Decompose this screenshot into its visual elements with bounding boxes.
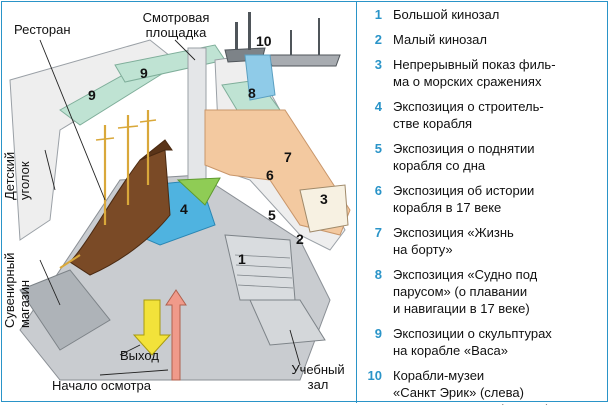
legend-number: 3	[374, 57, 382, 72]
pier	[244, 54, 276, 101]
label-viewing-platform-line2: площадка	[145, 25, 207, 40]
legend-text-line: Экспозиция о строитель-	[393, 99, 544, 114]
legend-text-line: «Санкт Эрик» (слева)	[393, 385, 524, 400]
marker-9-top: 9	[140, 65, 148, 81]
legend-text-line: Большой кинозал	[393, 7, 500, 22]
label-tour-start: Начало осмотра	[52, 378, 151, 393]
label-exit: Выход	[120, 348, 159, 363]
marker-5: 5	[268, 207, 276, 223]
legend-text-line: Малый кинозал	[393, 32, 487, 47]
legend-text: Экспозиция «Жизнь на борту»	[393, 224, 605, 258]
marker-4: 4	[180, 201, 188, 217]
label-kids-corner-line2: уголок	[17, 161, 32, 200]
legend-text-line: парусом» (о плавании	[393, 284, 528, 299]
legend-text: Корабли-музеи «Санкт Эрик» (слева)и «Финн…	[393, 367, 605, 405]
vasa-bowsprit	[59, 254, 81, 269]
label-souvenir-shop-line2: магазин	[17, 279, 32, 328]
legend-text-line: и навигации в 17 веке)	[393, 301, 530, 316]
marker-8: 8	[248, 85, 256, 101]
souvenir-shop-block	[19, 269, 111, 351]
legend-text-line: корабля со дна	[393, 158, 486, 173]
green-display	[176, 177, 221, 206]
legend-text-line: Экспозиция «Судно под	[393, 267, 538, 282]
panel-divider	[356, 1, 357, 403]
floor-plan: Ресторан Смотровая площадка Детский угол…	[2, 10, 351, 393]
legend-number: 7	[374, 225, 382, 240]
marker-2: 2	[296, 231, 304, 247]
vasa-ship-masts	[103, 110, 150, 225]
floor-plan-drawing	[9, 12, 351, 381]
leader-lines	[39, 39, 301, 376]
entry-arrow	[165, 289, 187, 381]
legend-text: Непрерывный показ филь-ма о морских сраж…	[393, 56, 605, 90]
label-viewing-platform-line1: Смотровая	[142, 10, 210, 25]
vasa-ship-yards	[95, 119, 157, 141]
left-wing-walls	[9, 39, 176, 241]
marker-3: 3	[320, 191, 328, 207]
legend-text-line: корабля в 17 веке	[393, 200, 502, 215]
legend-text-line: Экспозиция «Жизнь	[393, 225, 514, 240]
marker-10: 10	[256, 33, 272, 49]
legend-text-line: Экспозиция о поднятии	[393, 141, 535, 156]
legend-number: 2	[374, 32, 382, 47]
legend-number: 5	[374, 141, 382, 156]
room-3-theatre	[299, 184, 349, 233]
legend-text: Экспозиция о поднятии корабля со дна	[393, 140, 605, 174]
label-classroom-line1: Учебный	[291, 362, 345, 377]
legend-text: Экспозиция «Судно под парусом» (о плавани…	[393, 266, 605, 317]
legend-text-line: на корабле «Васа»	[393, 343, 508, 358]
legend-number: 8	[374, 267, 382, 282]
legend-text-line: Непрерывный показ филь-	[393, 57, 556, 72]
legend-number: 1	[374, 7, 382, 22]
legend-number: 9	[374, 326, 382, 341]
marker-7: 7	[284, 149, 292, 165]
exit-arrow	[132, 299, 172, 356]
marker-1: 1	[238, 251, 246, 267]
legend-text-line: Экспозиция об истории	[393, 183, 535, 198]
cinema-seats	[234, 254, 294, 289]
legend-number: 4	[374, 99, 382, 114]
legend-text: Экспозиция о строитель-стве корабля	[393, 98, 605, 132]
label-souvenir-shop-line1: Сувенирный	[2, 252, 17, 328]
legend-number: 6	[374, 183, 382, 198]
legend-text: Малый кинозал	[393, 31, 605, 48]
central-tower	[187, 47, 207, 189]
legend-text: Большой кинозал	[393, 6, 605, 23]
legend-text-line: ма о морских сражениях	[393, 74, 542, 89]
legend-text-line: на борту»	[393, 242, 453, 257]
legend-text-line: стве корабля	[393, 116, 473, 131]
label-souvenir-shop: Сувенирный магазин	[2, 253, 32, 328]
legend-text-line: Корабли-музеи	[393, 368, 485, 383]
label-kids-corner: Детский уголок	[2, 152, 32, 200]
label-kids-corner-line1: Детский	[2, 151, 17, 200]
label-viewing-platform: Смотровая площадка	[128, 10, 224, 40]
label-classroom-line2: зал	[307, 377, 329, 392]
legend-text: Экспозиция об истории корабля в 17 веке	[393, 182, 605, 216]
legend-text: Экспозиции о скульптурах на корабле «Васа…	[393, 325, 605, 359]
legend-number: 10	[367, 368, 382, 383]
label-restaurant: Ресторан	[14, 22, 71, 37]
classroom-block	[249, 299, 326, 346]
legend-text-line: и «Финнгрундет» (справа)	[393, 401, 605, 405]
label-classroom: Учебный зал	[286, 362, 350, 392]
marker-6: 6	[266, 167, 274, 183]
marker-9-left: 9	[88, 87, 96, 103]
museum-ships	[224, 12, 341, 67]
legend-text-line: Экспозиции о скульптурах	[393, 326, 552, 341]
